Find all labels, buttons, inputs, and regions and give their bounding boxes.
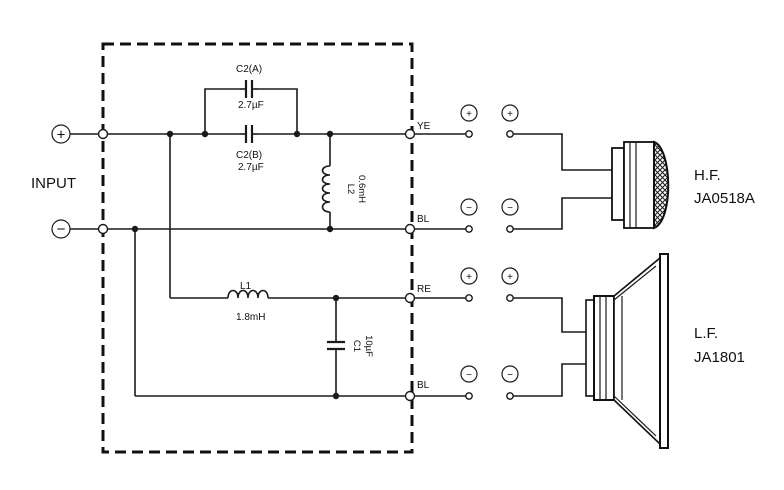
l2-name: L2 [345,184,356,195]
inductor-l2-symbol [321,165,331,213]
capacitor-c1-symbol [327,340,345,351]
input-plus-terminal: + [51,124,71,144]
svg-text:−: − [507,370,513,381]
woofer-driver-graphic [585,253,669,449]
svg-text:−: − [57,221,66,238]
out-minus-marker-hf-left: − [460,198,478,216]
tag-re: RE [417,284,431,295]
crossover-enclosure [101,42,414,454]
tag-ye: YE [417,121,431,132]
c2b-name: C2(B) [236,150,262,161]
lf-model: JA1801 [694,349,745,366]
l2-value: 0.6mH [356,175,367,203]
svg-text:−: − [466,203,472,214]
out-plus-marker-lf-right: + [501,267,519,285]
input-label: INPUT [31,175,76,192]
svg-text:−: − [507,203,513,214]
c1-name: C1 [351,340,362,352]
out-minus-marker-lf-right: − [501,365,519,383]
l1-value: 1.8mH [236,312,265,323]
capacitor-c2a-symbol [240,80,258,98]
svg-text:+: + [507,272,513,283]
c2b-value: 2.7µF [238,162,264,173]
tag-bl-top: BL [417,214,430,225]
l1-name: L1 [240,281,252,292]
svg-text:+: + [466,272,472,283]
c2a-name: C2(A) [236,64,262,75]
out-plus-marker-hf-left: + [460,104,478,122]
input-minus-terminal: − [51,219,71,239]
lf-label: L.F. [694,325,718,342]
out-plus-marker-lf-left: + [460,267,478,285]
tweeter-driver-graphic [611,140,670,230]
svg-text:+: + [57,127,66,144]
out-plus-marker-hf-right: + [501,104,519,122]
svg-text:+: + [507,109,513,120]
tag-bl-bottom: BL [417,380,430,391]
c1-value: 10µF [363,335,374,357]
inductor-l1-symbol [227,289,269,299]
out-minus-marker-lf-left: − [460,365,478,383]
hf-label: H.F. [694,167,721,184]
hf-model: JA0518A [694,190,755,207]
c2a-value: 2.7µF [238,100,264,111]
capacitor-c2b-symbol [240,125,258,143]
svg-text:−: − [466,370,472,381]
out-minus-marker-hf-right: − [501,198,519,216]
svg-text:+: + [466,109,472,120]
